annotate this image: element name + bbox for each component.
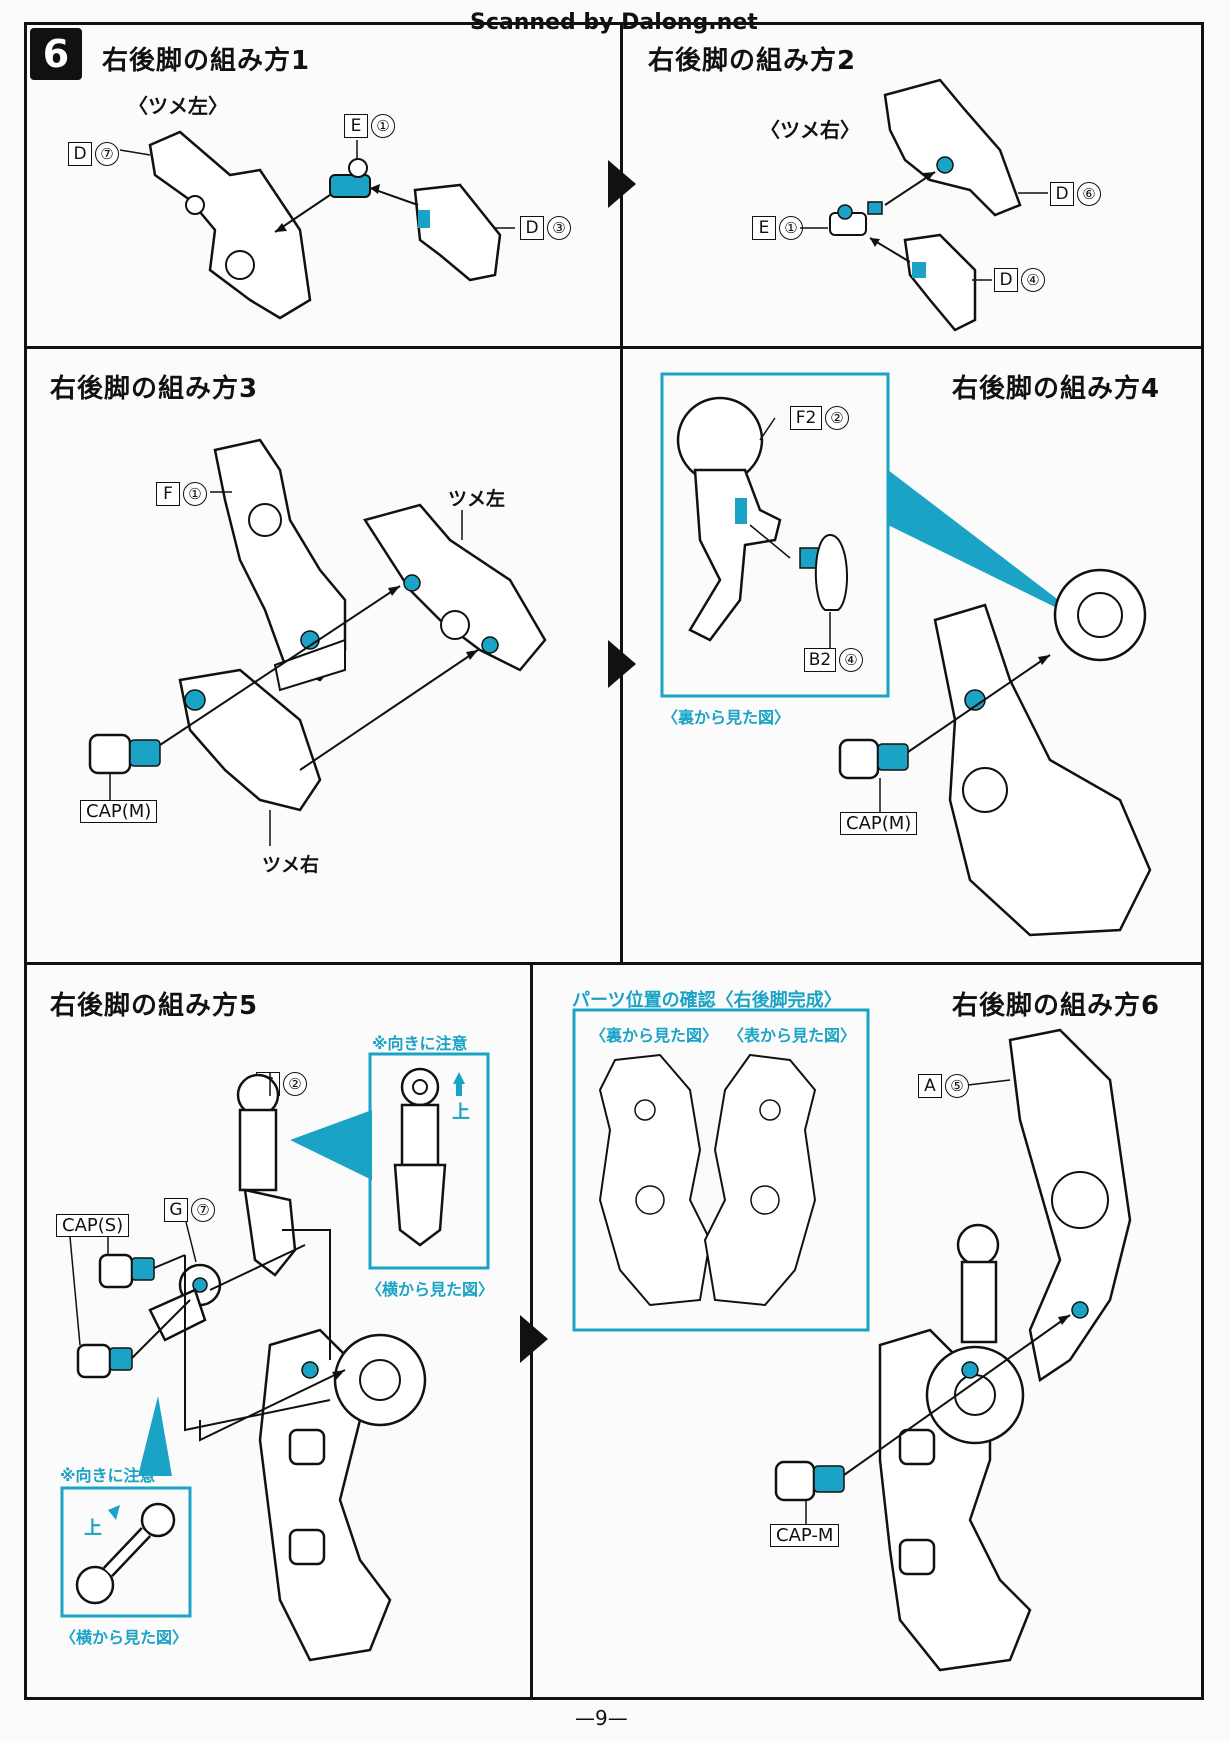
part-label-g7: G ⑦ bbox=[164, 1198, 215, 1222]
panel-4-drawing bbox=[660, 372, 1152, 937]
cap-s-label: CAP(S) bbox=[56, 1214, 130, 1237]
part-number: ① bbox=[779, 216, 803, 240]
row-divider-1 bbox=[24, 346, 1204, 349]
panel-1-drawing bbox=[119, 130, 515, 320]
part-letter: D bbox=[68, 142, 92, 166]
panel-5-title: 右後脚の組み方5 bbox=[50, 991, 259, 1021]
part-number: ① bbox=[371, 114, 395, 138]
claw-right-label: ツメ右 bbox=[262, 854, 320, 876]
part-label-d3: D ③ bbox=[520, 216, 571, 240]
part-letter: F bbox=[156, 482, 180, 506]
side-view-caption-top: 〈横から見た図〉 bbox=[366, 1280, 495, 1299]
panel-2-note: 〈ツメ右〉 bbox=[760, 118, 860, 142]
panel-2-title: 右後脚の組み方2 bbox=[648, 46, 857, 76]
panel-3-title: 右後脚の組み方3 bbox=[50, 374, 259, 404]
part-label-d6: D ⑥ bbox=[1050, 182, 1101, 206]
cap-m-label-2: CAP(M) bbox=[840, 812, 918, 835]
row-divider-2 bbox=[24, 962, 1204, 965]
part-label-d7: D ⑦ bbox=[68, 142, 119, 166]
part-number: ⑦ bbox=[191, 1198, 215, 1222]
part-label-a5: A ⑤ bbox=[918, 1074, 969, 1098]
panel-1-title: 右後脚の組み方1 bbox=[102, 46, 311, 76]
part-number: ⑤ bbox=[945, 1074, 969, 1098]
up-label-bottom: 上 bbox=[84, 1518, 102, 1539]
panel-6-title: 右後脚の組み方6 bbox=[952, 991, 1161, 1021]
col-divider-top bbox=[620, 22, 623, 962]
part-letter: A bbox=[918, 1074, 942, 1098]
page-number: —9— bbox=[575, 1706, 628, 1730]
part-letter: D bbox=[994, 268, 1018, 292]
part-letter: E bbox=[752, 216, 776, 240]
part-label-e1: E ① bbox=[344, 114, 395, 138]
part-position-check-title: パーツ位置の確認〈右後脚完成〉 bbox=[572, 990, 842, 1011]
panel-5-drawing: 上 上 bbox=[60, 1052, 490, 1662]
instruction-page-frame bbox=[24, 22, 1204, 1700]
part-letter: F2 bbox=[790, 406, 822, 430]
next-step-arrow-2 bbox=[608, 640, 636, 688]
part-number: ② bbox=[825, 406, 849, 430]
part-label-f1: F ① bbox=[156, 482, 207, 506]
part-number: ② bbox=[283, 1072, 307, 1096]
panel-1-note: 〈ツメ左〉 bbox=[128, 94, 228, 118]
part-label-d4: D ④ bbox=[994, 268, 1045, 292]
part-letter: B2 bbox=[804, 648, 836, 672]
step-number-badge: 6 bbox=[30, 28, 82, 80]
part-label-e1b: E ① bbox=[752, 216, 803, 240]
panel-4-title: 右後脚の組み方4 bbox=[952, 374, 1161, 404]
cap-m-label-3: CAP-M bbox=[770, 1524, 840, 1547]
part-number: ③ bbox=[547, 216, 571, 240]
part-number: ① bbox=[183, 482, 207, 506]
up-label-top: 上 bbox=[452, 1102, 470, 1123]
part-letter: D bbox=[1050, 182, 1074, 206]
claw-left-label: ツメ左 bbox=[448, 488, 506, 510]
part-number: ④ bbox=[1021, 268, 1045, 292]
part-label-b2-4: B2 ④ bbox=[804, 648, 863, 672]
side-view-caption-bottom: 〈横から見た図〉 bbox=[60, 1628, 189, 1647]
part-letter: G bbox=[164, 1198, 188, 1222]
panel-6-drawing bbox=[572, 1008, 1132, 1672]
panel-2-drawing bbox=[800, 78, 1048, 332]
back-view-caption: 〈裏から見た図〉 bbox=[590, 1026, 719, 1045]
panel-4-inset-caption: 〈裏から見た図〉 bbox=[662, 708, 791, 727]
part-letter: D bbox=[520, 216, 544, 240]
part-number: ④ bbox=[839, 648, 863, 672]
part-letter: E bbox=[344, 114, 368, 138]
cap-m-label: CAP(M) bbox=[80, 800, 158, 823]
part-label-f2-2: F2 ② bbox=[790, 406, 849, 430]
next-step-arrow bbox=[608, 160, 636, 208]
part-number: ⑥ bbox=[1077, 182, 1101, 206]
next-step-arrow-3 bbox=[520, 1315, 548, 1363]
panel-3-drawing bbox=[88, 438, 547, 846]
orientation-caution-bottom: ※向きに注意 bbox=[60, 1466, 156, 1485]
orientation-caution-top: ※向きに注意 bbox=[372, 1034, 468, 1053]
front-view-caption: 〈表から見た図〉 bbox=[728, 1026, 857, 1045]
part-number: ⑦ bbox=[95, 142, 119, 166]
